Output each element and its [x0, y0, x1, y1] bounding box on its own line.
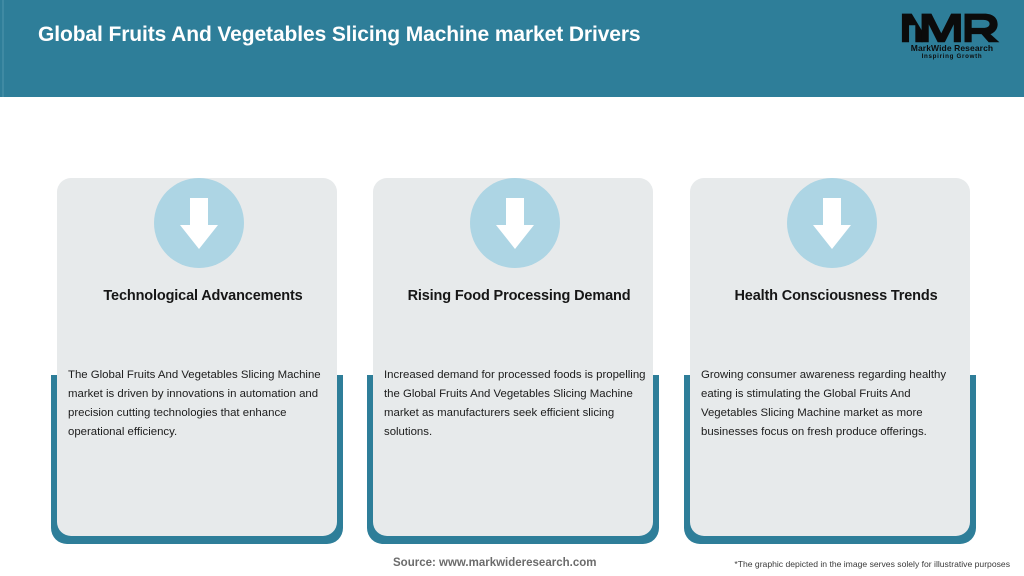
driver-card[interactable]: Rising Food Processing Demand Increased … [367, 142, 659, 546]
card-title: Health Consciousness Trends [734, 288, 938, 304]
header-bar: Global Fruits And Vegetables Slicing Mac… [0, 0, 1024, 97]
footer-disclaimer: *The graphic depicted in the image serve… [734, 559, 1010, 569]
card-panel: Health Consciousness Trends Growing cons… [690, 178, 970, 536]
logo-tagline: Inspiring Growth [921, 53, 983, 60]
page-title: Global Fruits And Vegetables Slicing Mac… [38, 23, 641, 46]
arrow-down-icon [154, 178, 244, 268]
arrow-down-icon [787, 178, 877, 268]
brand-logo: MarkWide Research Inspiring Growth [898, 10, 1006, 66]
mwr-logo-icon [901, 13, 1000, 43]
header-left-edge-accent [2, 0, 4, 97]
logo-company-name: MarkWide Research [910, 43, 994, 53]
card-title: Technological Advancements [103, 288, 303, 304]
card-panel: Technological Advancements The Global Fr… [57, 178, 337, 536]
card-body-text: Increased demand for processed foods is … [384, 369, 646, 438]
card-body-text: The Global Fruits And Vegetables Slicing… [68, 369, 321, 438]
driver-card[interactable]: Health Consciousness Trends Growing cons… [684, 142, 976, 546]
driver-card[interactable]: Technological Advancements The Global Fr… [51, 142, 343, 546]
footer-source-link[interactable]: Source: www.markwideresearch.com [393, 557, 597, 569]
card-panel: Rising Food Processing Demand Increased … [373, 178, 653, 536]
card-title: Rising Food Processing Demand [407, 288, 631, 304]
arrow-down-icon [470, 178, 560, 268]
card-body-text: Growing consumer awareness regarding hea… [701, 369, 947, 438]
